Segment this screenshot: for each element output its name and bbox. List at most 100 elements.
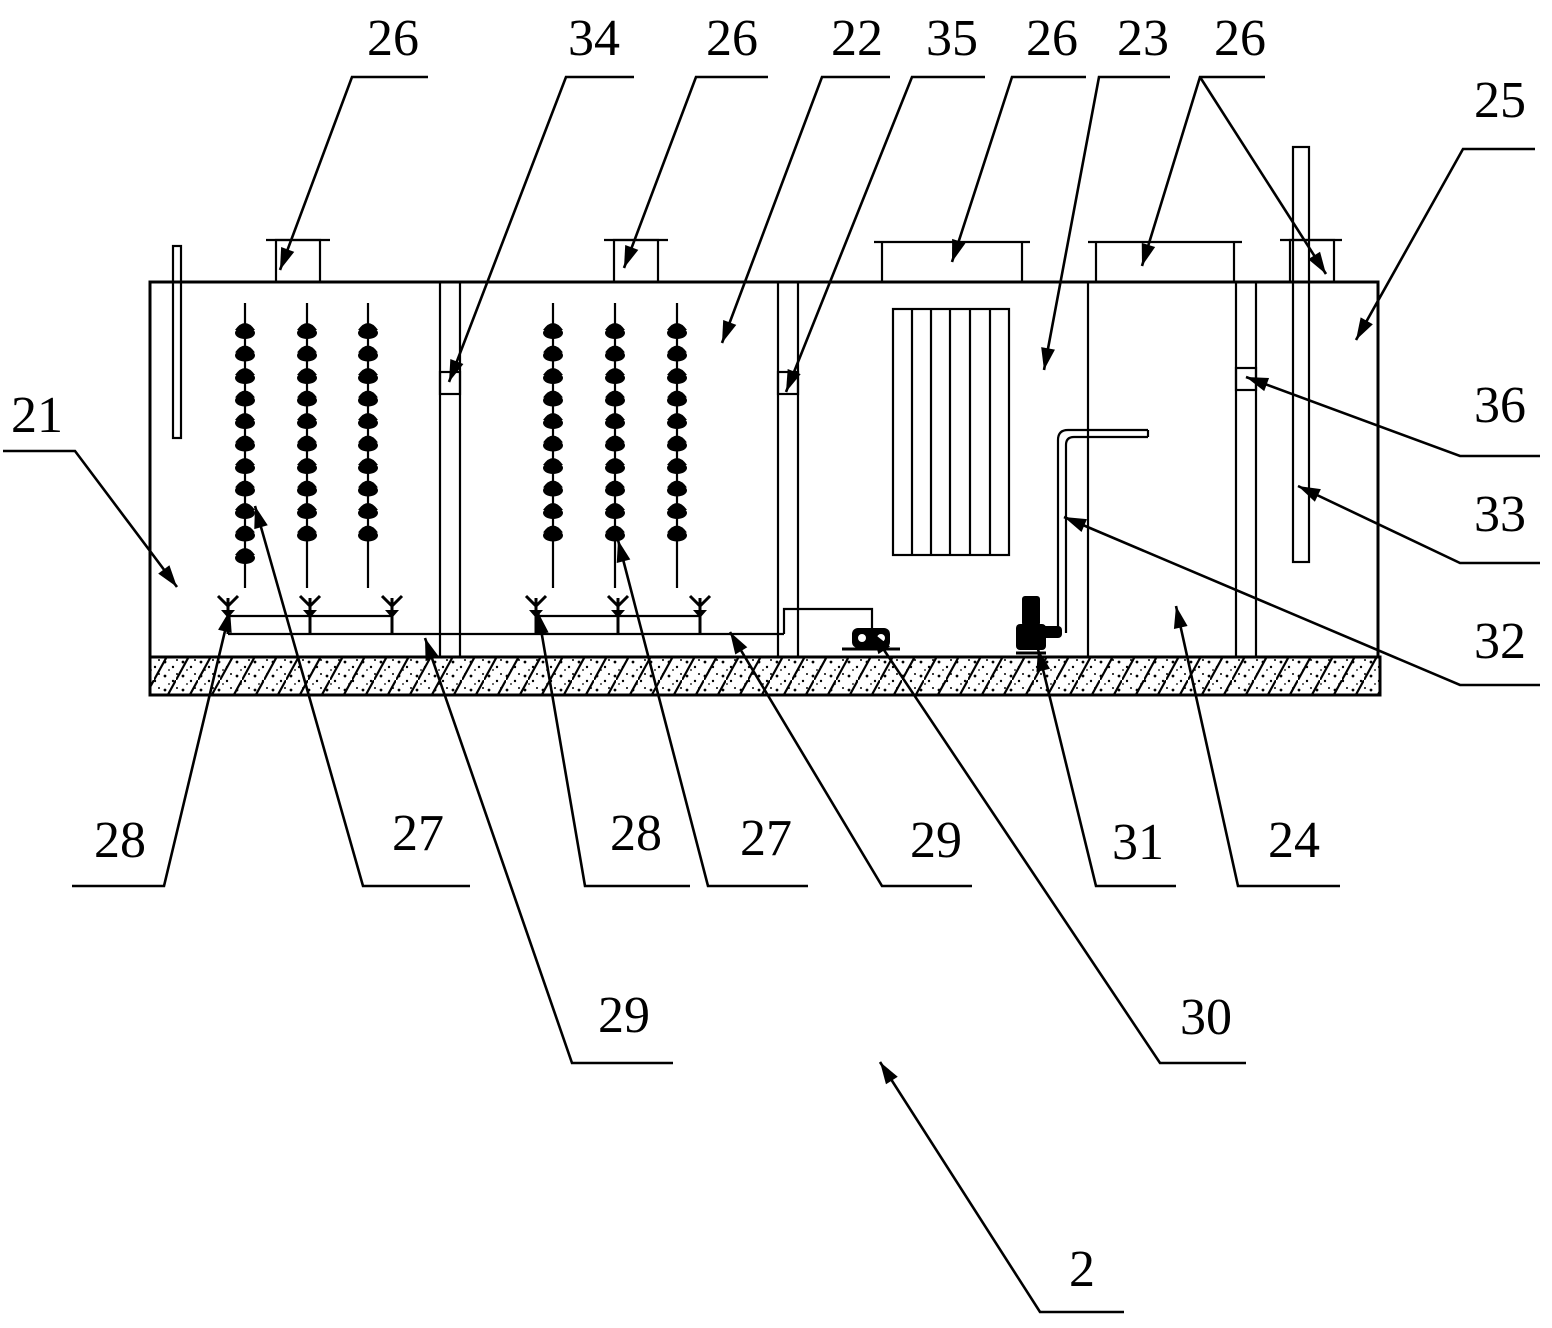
filler-bead-base [667, 462, 687, 474]
filler-bead-base [667, 372, 687, 384]
filler-bead-base [297, 327, 317, 339]
filler-bead-base [358, 417, 378, 429]
filler-bead-base [667, 394, 687, 407]
filler-bead-base [543, 417, 563, 429]
leader [1173, 605, 1340, 888]
aerator [688, 594, 712, 634]
filler-bead-base [297, 507, 317, 519]
filler-bead-base [235, 417, 255, 429]
leader [1354, 147, 1535, 341]
filler-string [235, 303, 255, 588]
leader [616, 539, 808, 888]
filler-bead-base [297, 462, 317, 474]
filler-bead-base [358, 462, 378, 474]
filler-bead-base [358, 394, 378, 407]
filler-bead-base [667, 484, 687, 497]
leader [1198, 76, 1328, 275]
label-2: 2 [1069, 1241, 1095, 1298]
label-26-a: 26 [367, 10, 419, 67]
filler-bead-base [543, 462, 563, 474]
filler-bead-base [235, 507, 255, 519]
leader [3, 449, 179, 588]
filler-bead-base [358, 529, 378, 542]
filler-bead-base [235, 394, 255, 407]
leader [728, 631, 972, 888]
filler-bead-base [667, 507, 687, 519]
leader [878, 1061, 1124, 1314]
label-29-b: 29 [598, 987, 650, 1044]
leader-lines [3, 75, 1540, 1314]
partition-walls [438, 282, 1258, 657]
filler-bead-base [297, 394, 317, 407]
manhole-cover-4 [1088, 240, 1242, 282]
filler-bead-base [543, 372, 563, 384]
filler-string [543, 303, 563, 588]
filler-bead-base [543, 394, 563, 407]
manhole-cover-3 [874, 240, 1030, 282]
filler-string [297, 303, 317, 588]
filler-bead-base [235, 462, 255, 474]
filler-bead-base [297, 349, 317, 362]
label-33: 33 [1474, 486, 1526, 543]
filler-bead-base [667, 327, 687, 339]
filler-bead-base [235, 439, 255, 452]
aerator [606, 594, 630, 634]
leader [423, 637, 673, 1065]
filler-bead-base [297, 372, 317, 384]
filler-bead-base [667, 439, 687, 452]
label-32: 32 [1474, 613, 1526, 670]
filler-strings [235, 303, 687, 588]
filler-bead-base [605, 417, 625, 429]
outlet-pipe [1291, 145, 1311, 564]
membrane-module [891, 307, 1011, 557]
label-35: 35 [926, 10, 978, 67]
filler-bead-base [605, 394, 625, 407]
label-28-b: 28 [610, 805, 662, 862]
manhole-cover-2 [604, 238, 668, 284]
filler-bead-base [605, 349, 625, 362]
label-28-a: 28 [94, 812, 146, 869]
filler-bead-base [297, 417, 317, 429]
aerator [380, 594, 404, 634]
leader [253, 505, 470, 888]
label-30: 30 [1180, 989, 1232, 1046]
filler-bead-base [358, 327, 378, 339]
filler-bead-base [358, 349, 378, 362]
filler-bead-base [605, 439, 625, 452]
filler-bead-base [667, 529, 687, 542]
labels: 26 34 26 22 35 26 23 26 25 21 36 33 32 2… [11, 10, 1526, 1298]
filler-bead-base [235, 327, 255, 339]
filler-bead-base [543, 529, 563, 542]
manhole-cover-1 [266, 238, 330, 284]
filler-bead-base [297, 439, 317, 452]
label-22: 22 [831, 10, 883, 67]
filler-bead-base [235, 484, 255, 497]
filler-bead-base [297, 529, 317, 542]
label-34: 34 [568, 10, 620, 67]
leader [534, 611, 690, 888]
label-26-d: 26 [1214, 10, 1266, 67]
leader [1041, 75, 1170, 371]
leader [622, 75, 768, 269]
manhole-cover-5 [1280, 238, 1342, 284]
filler-bead-base [605, 507, 625, 519]
label-21: 21 [11, 387, 63, 444]
filler-string [358, 303, 378, 588]
leader [72, 609, 232, 888]
filler-bead-base [297, 484, 317, 497]
leader [870, 631, 1246, 1065]
aerators [216, 594, 712, 634]
leader [950, 75, 1086, 263]
label-24: 24 [1268, 812, 1320, 869]
filler-bead-base [605, 484, 625, 497]
leader [1063, 515, 1540, 687]
leader [784, 75, 985, 393]
label-27-a: 27 [392, 805, 444, 862]
filler-bead-base [667, 349, 687, 362]
leader [447, 75, 634, 383]
label-29-a: 29 [910, 812, 962, 869]
filler-bead-base [605, 462, 625, 474]
label-36: 36 [1474, 377, 1526, 434]
leader [1245, 375, 1540, 458]
